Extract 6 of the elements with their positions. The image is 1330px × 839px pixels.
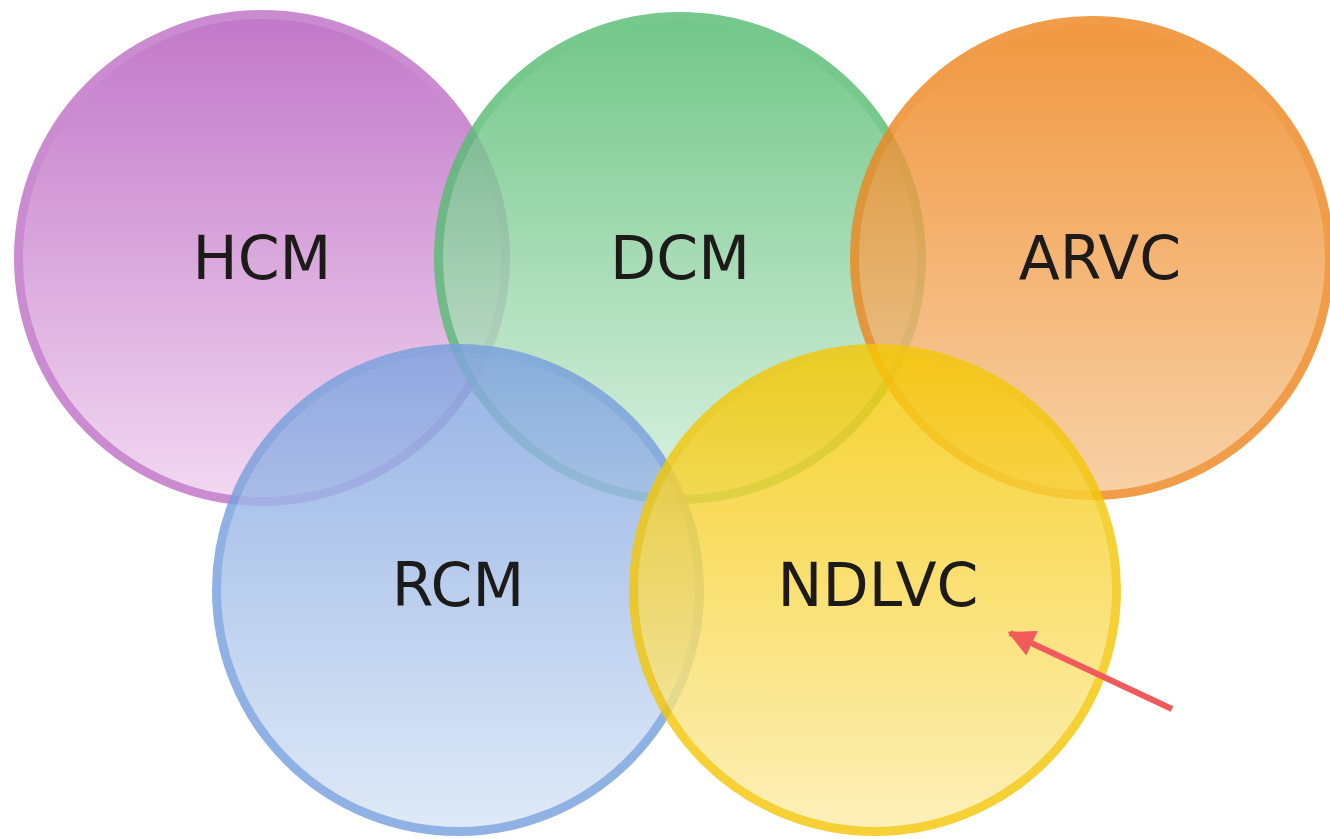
- circle-label: NDLVC: [777, 550, 979, 620]
- circle-label: RCM: [391, 550, 525, 620]
- circle-label: HCM: [192, 223, 332, 293]
- circle-label: DCM: [610, 223, 750, 293]
- arrow: [1007, 630, 1174, 712]
- circle-label: ARVC: [1018, 223, 1182, 293]
